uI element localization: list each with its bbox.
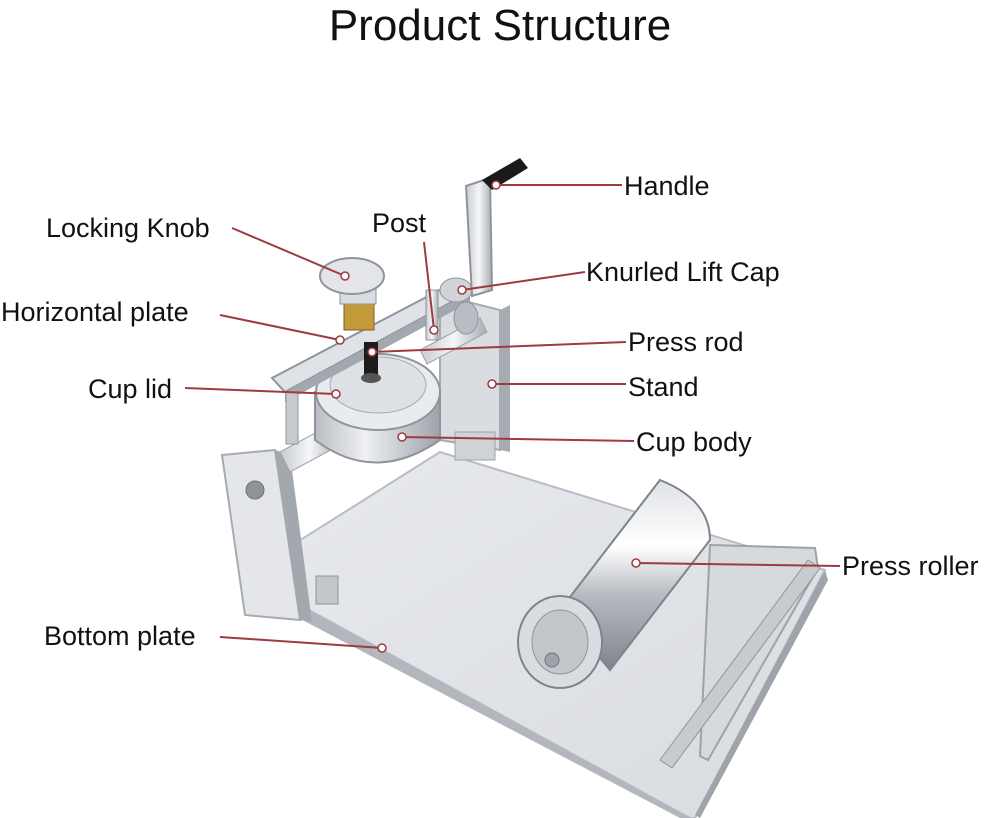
- knurled-lift-cap-shape: [439, 277, 479, 335]
- label-stand: Stand: [628, 372, 699, 402]
- label-locking-knob: Locking Knob: [46, 213, 210, 243]
- leader-line-cup-body: [401, 436, 635, 442]
- label-knurled-lift-cap: Knurled Lift Cap: [586, 257, 780, 287]
- label-post: Post: [372, 208, 427, 238]
- label-cup-lid: Cup lid: [88, 374, 173, 404]
- label-horizontal-plate: Horizontal plate: [1, 297, 189, 327]
- leader-line-post: [423, 241, 435, 331]
- page-title: Product Structure: [328, 1, 672, 50]
- label-handle: Handle: [624, 171, 710, 201]
- press-roller-shape: [517, 478, 821, 769]
- label-bottom-plate: Bottom plate: [44, 621, 196, 651]
- leader-lines: [184, 184, 841, 649]
- leader-line-cup-lid: [184, 387, 337, 395]
- leader-line-press-roller: [635, 562, 841, 567]
- label-press-rod: Press rod: [628, 327, 744, 357]
- leader-line-locking-knob: [231, 227, 346, 277]
- handle-shape: [464, 158, 528, 298]
- leader-line-bottom-plate: [219, 636, 383, 649]
- leader-dots: [331, 180, 641, 653]
- leader-line-knurled-lift-cap: [461, 271, 586, 291]
- locking-knob-shape: [319, 257, 385, 331]
- label-press-roller: Press roller: [842, 551, 979, 581]
- left-stand-shape: [220, 448, 339, 622]
- label-cup-body: Cup body: [636, 427, 752, 457]
- leader-line-press-rod: [371, 341, 627, 353]
- leader-line-horizontal-plate: [219, 314, 341, 341]
